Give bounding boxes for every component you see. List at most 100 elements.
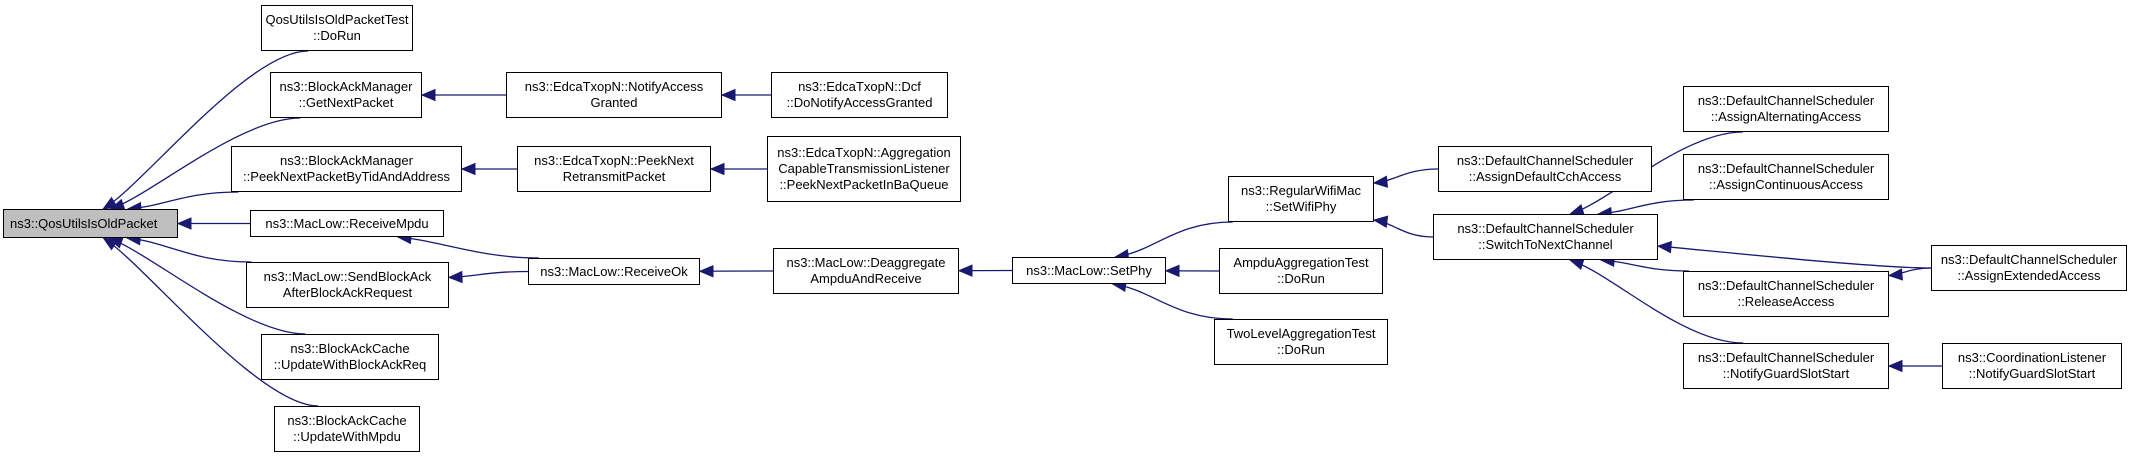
node-n-mac-recvok[interactable]: ns3::MacLow::ReceiveOk [528,258,700,285]
node-label-line: CapableTransmissionListener [778,161,950,176]
node-label-line: ::UpdateWithBlockAckReq [273,357,427,372]
edge-arrowhead [176,217,192,230]
node-label-line: ::PeekNextPacketByTidAndAddress [243,169,450,184]
edge-arrowhead [460,162,476,176]
node-label-line: QosUtilsIsOldPacketTest [265,12,409,27]
node-label-line: ::NotifyGuardSlotStart [1968,366,2096,381]
edge-n-bam-peek-to-root [127,191,239,210]
node-n-bam-getnext[interactable]: ns3::BlockAckManager::GetNextPacket [270,72,422,118]
edge-arrowhead [1372,175,1389,188]
node-label-line: ns3::MacLow::Deaggregate [786,255,946,270]
node-label-line: ::DoNotifyAccessGranted [786,95,933,110]
node-n-coord[interactable]: ns3::CoordinationListener::NotifyGuardSl… [1942,343,2122,389]
node-n-edca-dcf[interactable]: ns3::EdcaTxopN::Dcf::DoNotifyAccessGrant… [771,72,948,118]
node-label-line: ns3::EdcaTxopN::PeekNext [534,153,694,168]
node-label-line: ::AssignAlternatingAccess [1710,109,1862,124]
node-label-line: ::DoRun [1277,271,1325,286]
edge-n-bam-getnext-to-root [110,117,301,210]
edge-arrowhead [1656,240,1672,254]
edge-n-twolevel-test-to-n-mac-setphy [1112,283,1233,320]
node-label-line: ns3::MacLow::ReceiveOk [540,263,688,279]
edge-arrowhead [420,88,436,102]
node-n-dcs-cont[interactable]: ns3::DefaultChannelScheduler::AssignCont… [1683,154,1889,200]
node-label-line: ns3::BlockAckManager [279,79,413,94]
edge-n-dcs-cont-to-n-dcs-switch [1598,199,1694,215]
node-n-bac-req[interactable]: ns3::BlockAckCache::UpdateWithBlockAckRe… [261,334,439,380]
node-label-line: ::UpdateWithMpdu [293,429,401,444]
edge-arrowhead [1372,215,1389,228]
node-label-line: ns3::DefaultChannelScheduler [1940,252,2118,267]
edge-n-bac-req-to-root [108,237,306,335]
node-label-line: ns3::DefaultChannelScheduler [1697,93,1875,108]
edge-arrowhead [1164,264,1180,278]
node-label-line: ::DoRun [313,28,361,43]
node-label-line: ::NotifyGuardSlotStart [1722,366,1850,381]
edge-arrowhead [1568,258,1585,270]
node-label-line: AmpduAggregationTest [1233,255,1369,270]
node-label-line: ::AssignExtendedAccess [1957,268,2101,283]
edge-arrowhead [1887,268,1903,281]
edge-n-qosutilstest-to-root [102,50,309,210]
node-label-line: ::ReleaseAccess [1737,294,1835,309]
edge-n-regwifi-to-n-mac-setphy [1115,221,1233,258]
node-label-line: ns3::MacLow::SetPhy [1026,262,1152,278]
node-label-line: AmpduAndReceive [810,271,922,286]
node-label-line: ns3::DefaultChannelScheduler [1697,161,1875,176]
node-label-line: ns3::BlockAckCache [287,413,407,428]
node-n-ampdu-test[interactable]: AmpduAggregationTest::DoRun [1219,248,1383,294]
node-label-line: ns3::EdcaTxopN::NotifyAccess [524,79,704,94]
node-label-line: ns3::MacLow::SendBlockAck [263,269,432,284]
edge-arrowhead [1887,359,1903,373]
node-label-line: ::SwitchToNextChannel [1478,237,1613,252]
edge-arrowhead [720,88,736,102]
edge-arrowhead [957,264,973,277]
node-label-line: ns3::CoordinationListener [1957,350,2107,365]
node-label-line: ::SetWifiPhy [1265,199,1337,214]
node-n-dcs-ext[interactable]: ns3::DefaultChannelScheduler::AssignExte… [1931,245,2127,291]
edge-arrowhead [102,237,119,251]
node-root[interactable]: ns3::QosUtilsIsOldPacket [3,209,178,238]
edge-arrowhead [698,264,714,278]
node-label-line: ns3::MacLow::ReceiveMpdu [265,215,429,231]
node-label-line: ns3::DefaultChannelScheduler [1456,153,1634,168]
node-label-line: ns3::QosUtilsIsOldPacket [10,215,158,231]
edge-n-mac-recvok-to-n-mac-recvmpdu [397,236,539,259]
node-label-line: ns3::EdcaTxopN::Dcf [798,79,921,94]
edge-n-bac-mpdu-to-root [103,237,319,407]
node-n-bam-peek[interactable]: ns3::BlockAckManager::PeekNextPacketByTi… [231,146,462,192]
node-label-line: AfterBlockAckRequest [282,285,413,300]
node-n-dcs-defcch[interactable]: ns3::DefaultChannelScheduler::AssignDefa… [1438,146,1652,192]
edge-arrowhead [447,270,463,284]
node-label-line: ns3::BlockAckManager [280,153,413,168]
node-n-mac-recvmpdu[interactable]: ns3::MacLow::ReceiveMpdu [250,210,444,237]
node-n-bac-mpdu[interactable]: ns3::BlockAckCache::UpdateWithMpdu [274,406,420,452]
node-label-line: ns3::RegularWifiMac [1241,183,1361,198]
node-label-line: ns3::DefaultChannelScheduler [1697,278,1875,293]
edge-n-dcs-guard-to-n-dcs-switch [1569,259,1744,344]
node-label-line: Granted [590,95,638,110]
node-n-mac-setphy[interactable]: ns3::MacLow::SetPhy [1012,257,1166,284]
node-n-dcs-guard[interactable]: ns3::DefaultChannelScheduler::NotifyGuar… [1683,343,1889,389]
node-label-line: ::PeekNextPacketInBaQueue [779,177,949,192]
node-n-qosutilstest[interactable]: QosUtilsIsOldPacketTest::DoRun [261,5,413,51]
node-n-twolevel-test[interactable]: TwoLevelAggregationTest::DoRun [1214,319,1388,365]
node-label-line: ::AssignDefaultCchAccess [1468,169,1622,184]
node-label-line: ns3::BlockAckCache [290,341,410,356]
node-label-line: ns3::EdcaTxopN::Aggregation [777,145,951,160]
edge-n-dcs-ext-to-n-dcs-switch [1657,245,1932,269]
node-n-regwifi[interactable]: ns3::RegularWifiMac::SetWifiPhy [1228,176,1374,222]
node-n-dcs-alt[interactable]: ns3::DefaultChannelScheduler::AssignAlte… [1683,86,1889,132]
node-label-line: ::AssignContinuousAccess [1709,177,1863,192]
node-n-dcs-switch[interactable]: ns3::DefaultChannelScheduler::SwitchToNe… [1433,214,1658,260]
node-label-line: RetransmitPacket [562,169,666,184]
node-label-line: ns3::DefaultChannelScheduler [1697,350,1875,365]
node-n-dcs-release[interactable]: ns3::DefaultChannelScheduler::ReleaseAcc… [1683,271,1889,317]
node-label-line: TwoLevelAggregationTest [1226,326,1376,341]
node-label-line: ns3::DefaultChannelScheduler [1457,221,1634,236]
